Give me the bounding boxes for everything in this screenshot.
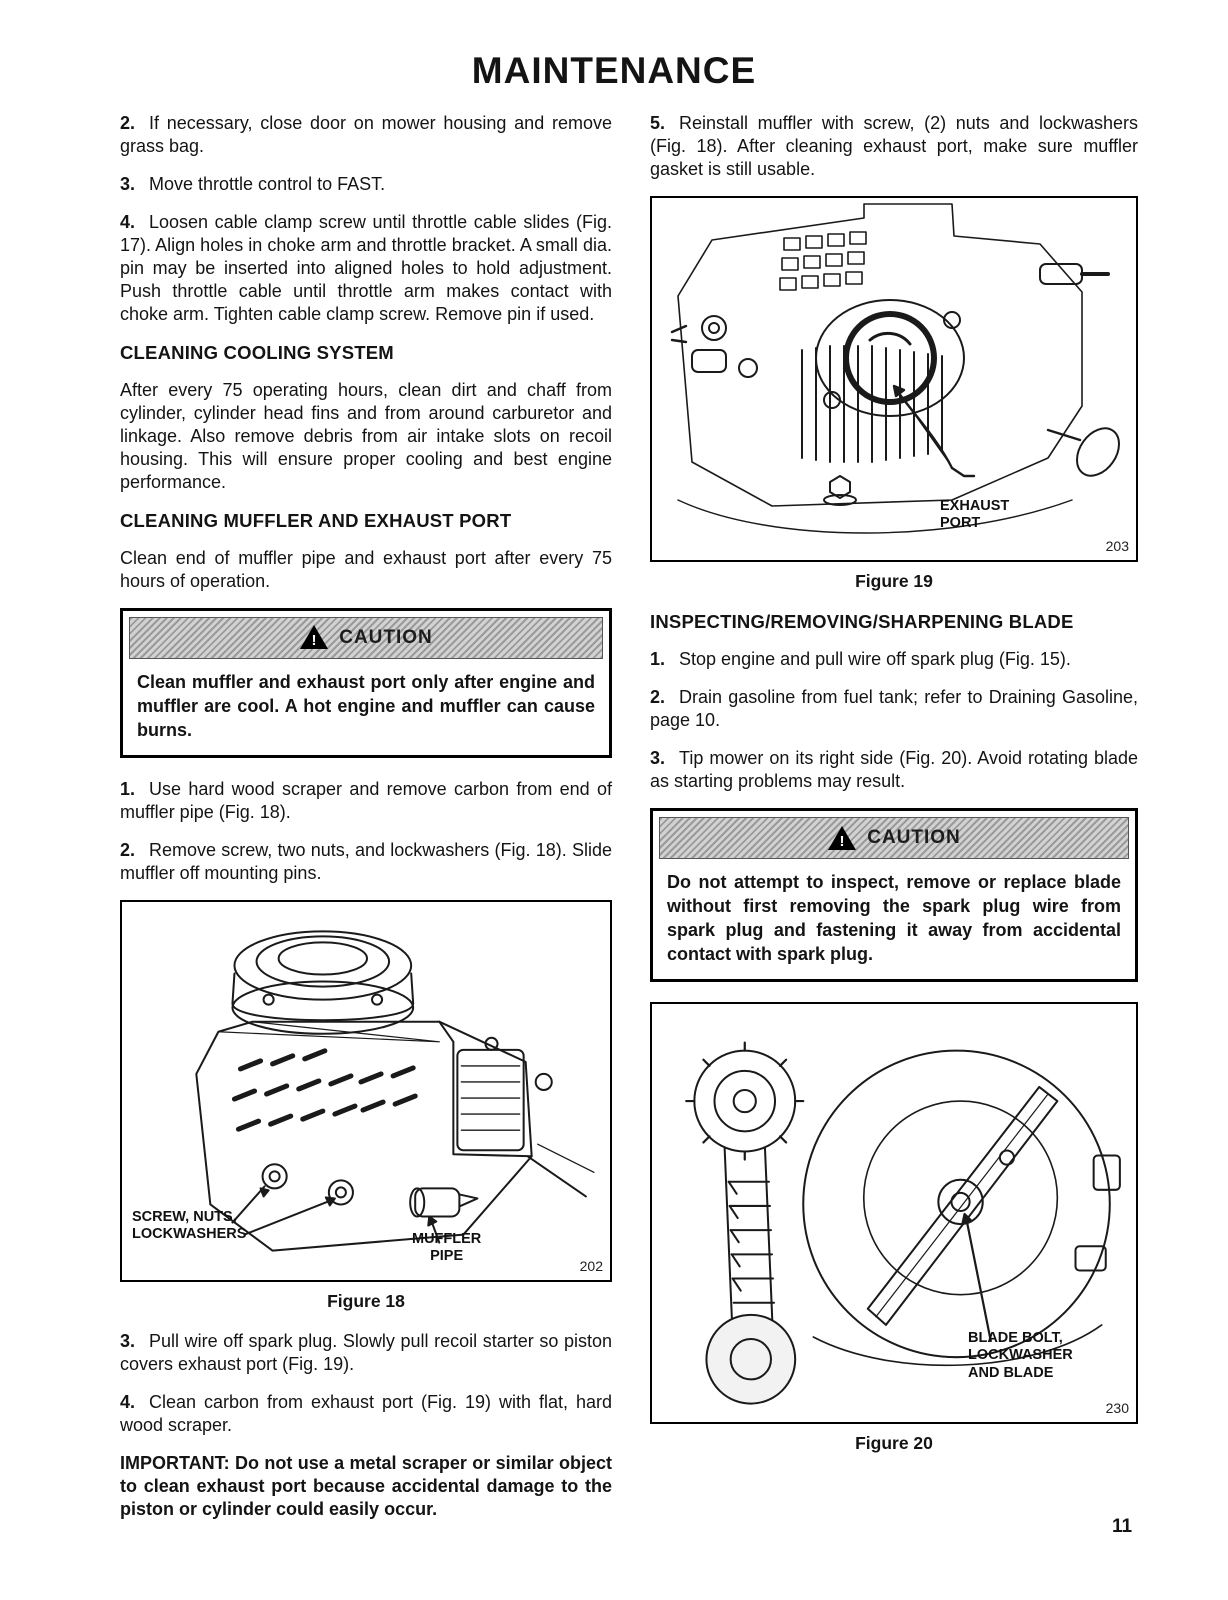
- figure-label-muffler-pipe: MUFFLER PIPE: [412, 1230, 482, 1265]
- figure-20-caption: Figure 20: [855, 1433, 933, 1454]
- figure-18-image: SCREW, NUTS, LOCKWASHERS MUFFLER PIPE 20…: [120, 899, 612, 1282]
- caution-header: ! CAUTION: [659, 817, 1129, 860]
- page-title: MAINTENANCE: [471, 50, 757, 91]
- step-number: 3.: [650, 748, 666, 769]
- step-item: 3.Pull wire off spark plug. Slowly pull …: [120, 1330, 612, 1376]
- engine-muffler-illustration: [195, 930, 595, 1252]
- step-text: Reinstall muffler with screw, (2) nuts a…: [650, 113, 1138, 180]
- figure-label-exhaust-port: EXHAUST PORT: [940, 498, 1010, 532]
- figure-20-image: BLADE BOLT, LOCKWASHER AND BLADE 230: [650, 1002, 1138, 1425]
- step-number: 4.: [120, 1392, 136, 1413]
- paragraph-muffler: Clean end of muffler pipe and exhaust po…: [120, 547, 612, 591]
- section-heading-cleaning-muffler: CLEANING MUFFLER AND EXHAUST PORT: [120, 510, 512, 532]
- step-text: Move throttle control to FAST.: [149, 174, 386, 195]
- step-number: 2.: [650, 687, 666, 708]
- step-item: 3.Tip mower on its right side (Fig. 20).…: [650, 747, 1138, 793]
- important-text: Do not use a metal scraper or similar ob…: [120, 1453, 612, 1520]
- figure-label-screws: SCREW, NUTS, LOCKWASHERS: [132, 1208, 247, 1243]
- step-item: 3. Move throttle control to FAST.: [120, 173, 612, 196]
- section-heading-inspecting-blade: INSPECTING/REMOVING/SHARPENING BLADE: [650, 611, 1074, 633]
- figure-19-caption: Figure 19: [855, 571, 933, 592]
- step-item: 1. Stop engine and pull wire off spark pl…: [650, 648, 1138, 671]
- caution-box-blade: ! CAUTION Do not attempt to inspect, rem…: [650, 808, 1138, 983]
- step-item: 2.Remove screw, two nuts, and lockwasher…: [120, 839, 612, 885]
- engine-exhaust-port-illustration: [670, 203, 1120, 534]
- step-number: 4.: [120, 212, 136, 233]
- step-item: 2.If necessary, close door on mower hous…: [120, 112, 612, 158]
- figure-photo-number: 202: [579, 1257, 603, 1274]
- warning-triangle-icon: !: [300, 625, 329, 650]
- figure-19-image: EXHAUST PORT 203: [650, 196, 1138, 563]
- step-item: 1.Use hard wood scraper and remove carbo…: [120, 778, 612, 824]
- figure-photo-number: 203: [1105, 538, 1129, 555]
- caution-label: CAUTION: [339, 626, 433, 648]
- step-text: Drain gasoline from fuel tank; refer to …: [650, 687, 1138, 731]
- step-number: 3.: [120, 174, 136, 195]
- step-text: Stop engine and pull wire off spark plug…: [679, 649, 1071, 670]
- right-column: 5.Reinstall muffler with screw, (2) nuts…: [650, 112, 1138, 1472]
- caution-text: Clean muffler and exhaust port only afte…: [137, 671, 595, 740]
- page-number: 11: [1112, 1516, 1133, 1537]
- mower-blade-illustration: [685, 1041, 1121, 1405]
- caution-header: ! CAUTION: [129, 616, 603, 659]
- step-text: Tip mower on its right side (Fig. 20). A…: [650, 748, 1138, 792]
- step-number: 1.: [650, 649, 666, 670]
- left-column: 2.If necessary, close door on mower hous…: [120, 112, 612, 1536]
- step-number: 1.: [120, 778, 136, 799]
- svg-text:!: !: [312, 632, 317, 649]
- caution-box-muffler: ! CAUTION Clean muffler and exhaust port…: [120, 607, 612, 758]
- caution-label: CAUTION: [867, 827, 961, 849]
- step-text: Clean carbon from exhaust port (Fig. 19)…: [120, 1392, 612, 1436]
- step-item: 4.Clean carbon from exhaust port (Fig. 1…: [120, 1391, 612, 1437]
- step-item: 2.Drain gasoline from fuel tank; refer t…: [650, 686, 1138, 732]
- step-text: Remove screw, two nuts, and lockwashers …: [120, 839, 612, 883]
- step-item: 5.Reinstall muffler with screw, (2) nuts…: [650, 112, 1138, 181]
- step-text: Loosen cable clamp screw until throttle …: [120, 212, 612, 325]
- caution-text: Do not attempt to inspect, remove or rep…: [667, 872, 1121, 965]
- warning-triangle-icon: !: [828, 825, 857, 850]
- paragraph-cooling: After every 75 operating hours, clean di…: [120, 379, 612, 493]
- step-text: Use hard wood scraper and remove carbon …: [120, 778, 612, 822]
- step-number: 3.: [120, 1331, 136, 1352]
- step-number: 2.: [120, 839, 136, 860]
- figure-label-blade-bolt: BLADE BOLT, LOCKWASHER AND BLADE: [968, 1330, 1073, 1381]
- important-label: IMPORTANT:: [120, 1453, 230, 1474]
- svg-text:!: !: [840, 833, 845, 850]
- step-item: 4.Loosen cable clamp screw until throttl…: [120, 211, 612, 326]
- step-number: 5.: [650, 113, 666, 133]
- step-text: If necessary, close door on mower housin…: [120, 113, 612, 157]
- figure-photo-number: 230: [1105, 1400, 1129, 1417]
- section-heading-cleaning-cooling: CLEANING COOLING SYSTEM: [120, 342, 394, 364]
- step-number: 2.: [120, 113, 136, 133]
- important-note: IMPORTANT: Do not use a metal scraper or…: [120, 1452, 612, 1521]
- step-text: Pull wire off spark plug. Slowly pull re…: [120, 1331, 612, 1375]
- figure-18-caption: Figure 18: [327, 1290, 405, 1311]
